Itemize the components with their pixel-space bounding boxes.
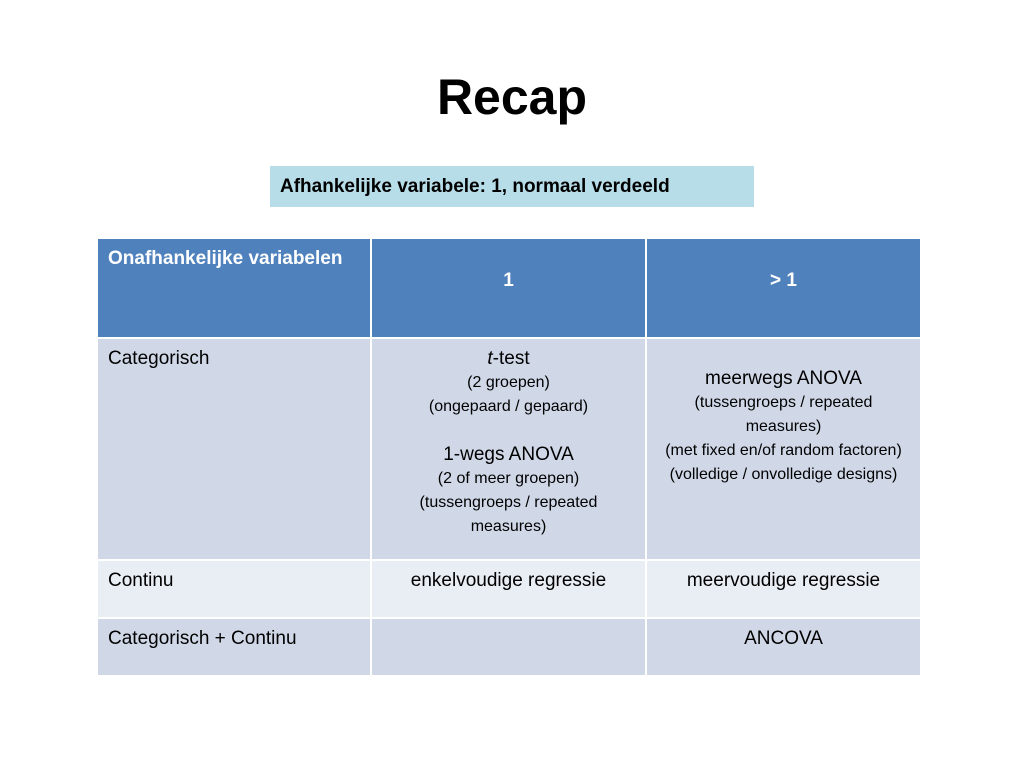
table-row: Categorisch + Continu ANCOVA (96, 617, 922, 677)
anova-multi-detail: (tussengroeps / repeated measures) (694, 394, 873, 435)
table-row: Categorisch t-test (2 groepen) (ongepaar… (96, 337, 922, 561)
cell-categorisch-one: t-test (2 groepen) (ongepaard / gepaard)… (370, 337, 647, 561)
ttest-detail: (ongepaard / gepaard) (428, 398, 589, 415)
dependent-variable-label: Afhankelijke variabele: 1, normaal verde… (270, 166, 754, 207)
table-header-row: Onafhankelijke variabelen 1 > 1 (96, 237, 922, 339)
anova-multi-detail: (volledige / onvolledige designs) (669, 466, 898, 483)
cell-categorisch-continu-more: ANCOVA (645, 617, 922, 677)
cell-categorisch-more: meerwegs ANOVA (tussengroeps / repeated … (645, 337, 922, 561)
row-label-categorisch: Categorisch (96, 337, 372, 561)
anova-one-way-title: 1-wegs ANOVA (443, 444, 574, 465)
row-label-categorisch-continu: Categorisch + Continu (96, 617, 372, 677)
anova-multi-way-title: meerwegs ANOVA (705, 368, 862, 389)
anova-detail: (2 of meer groepen) (437, 470, 580, 487)
ttest-italic-t: t (487, 348, 493, 369)
anova-multi-detail: (met fixed en/of random factoren) (665, 442, 902, 459)
ttest-suffix: -test (492, 348, 530, 369)
ttest-detail: (2 groepen) (467, 374, 550, 391)
header-more-than-one: > 1 (645, 237, 922, 339)
anova-detail: (tussengroeps / repeated measures) (419, 494, 598, 535)
slide-title: Recap (436, 69, 588, 125)
recap-table: Onafhankelijke variabelen 1 > 1 Categori… (96, 237, 922, 677)
cell-continu-more: meervoudige regressie (645, 559, 922, 619)
table-row: Continu enkelvoudige regressie meervoudi… (96, 559, 922, 619)
cell-categorisch-continu-one (370, 617, 647, 677)
cell-continu-one: enkelvoudige regressie (370, 559, 647, 619)
header-one: 1 (370, 237, 647, 339)
row-label-continu: Continu (96, 559, 372, 619)
header-independent-variables: Onafhankelijke variabelen (96, 237, 372, 339)
ttest-title: t-test (382, 347, 635, 371)
